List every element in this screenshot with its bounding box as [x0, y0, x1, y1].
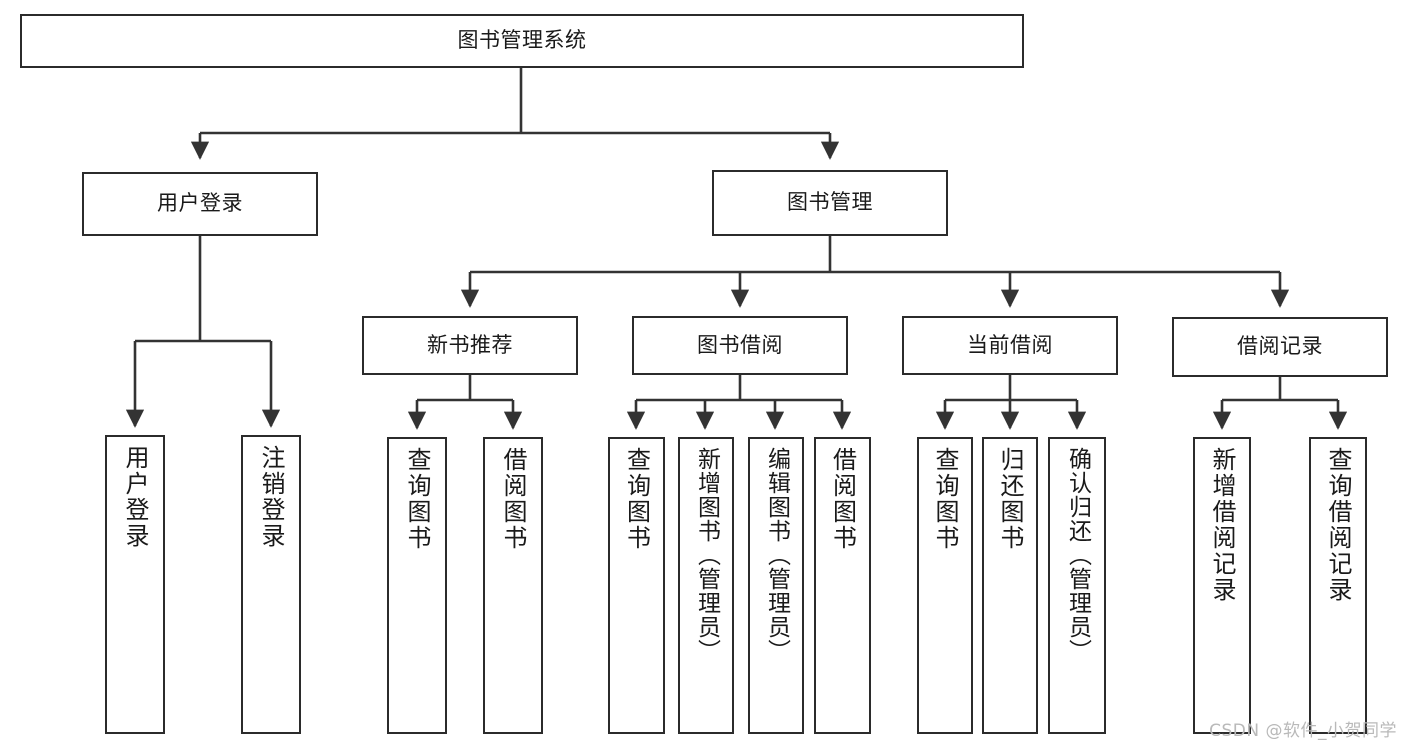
node-new-book-recommend[interactable]: 新书推荐 [362, 316, 578, 375]
leaf-book-borrow-edit[interactable]: 编辑图书（管理员） [748, 437, 804, 734]
node-label: 查询借阅记录 [1324, 447, 1352, 603]
node-user-login[interactable]: 用户登录 [82, 172, 318, 236]
node-label: 查询图书 [403, 447, 431, 551]
node-label: 用户登录 [157, 191, 243, 216]
node-label: 图书借阅 [697, 332, 783, 357]
leaf-book-borrow-borrow[interactable]: 借阅图书 [814, 437, 871, 734]
leaf-borrow-record-add[interactable]: 新增借阅记录 [1193, 437, 1251, 734]
node-label: 图书管理 [787, 190, 873, 215]
node-label: 查询图书 [622, 447, 651, 551]
node-label: 编辑图书（管理员） [763, 447, 790, 663]
leaf-borrow-record-query[interactable]: 查询借阅记录 [1309, 437, 1367, 734]
leaf-current-borrow-return[interactable]: 归还图书 [982, 437, 1038, 734]
node-label: 新增借阅记录 [1208, 447, 1236, 603]
node-label: 用户登录 [121, 445, 149, 549]
leaf-book-borrow-add[interactable]: 新增图书（管理员） [678, 437, 734, 734]
leaf-current-borrow-confirm-return[interactable]: 确认归还（管理员） [1048, 437, 1106, 734]
watermark-text: CSDN @软件_小贺同学 [1209, 721, 1397, 741]
node-label: 当前借阅 [967, 332, 1053, 357]
leaf-new-book-borrow[interactable]: 借阅图书 [483, 437, 543, 734]
node-borrow-record[interactable]: 借阅记录 [1172, 317, 1388, 377]
leaf-current-borrow-query[interactable]: 查询图书 [917, 437, 973, 734]
node-current-borrow[interactable]: 当前借阅 [902, 316, 1118, 375]
node-root-book-management-system[interactable]: 图书管理系统 [20, 14, 1024, 68]
node-label: 确认归还（管理员） [1064, 447, 1091, 663]
node-label: 查询图书 [931, 447, 959, 551]
node-book-borrow[interactable]: 图书借阅 [632, 316, 848, 375]
node-label: 注销登录 [257, 445, 285, 549]
leaf-book-borrow-query[interactable]: 查询图书 [608, 437, 665, 734]
leaf-new-book-query[interactable]: 查询图书 [387, 437, 447, 734]
node-label: 新增图书（管理员） [693, 447, 720, 663]
node-label: 归还图书 [996, 447, 1024, 551]
node-label: 借阅图书 [499, 447, 527, 551]
node-label: 借阅图书 [828, 447, 857, 551]
leaf-user-login-signin[interactable]: 用户登录 [105, 435, 165, 734]
node-book-management[interactable]: 图书管理 [712, 170, 948, 236]
node-label: 图书管理系统 [457, 28, 587, 53]
leaf-user-login-signout[interactable]: 注销登录 [241, 435, 301, 734]
node-label: 借阅记录 [1237, 334, 1323, 359]
node-label: 新书推荐 [427, 332, 513, 357]
